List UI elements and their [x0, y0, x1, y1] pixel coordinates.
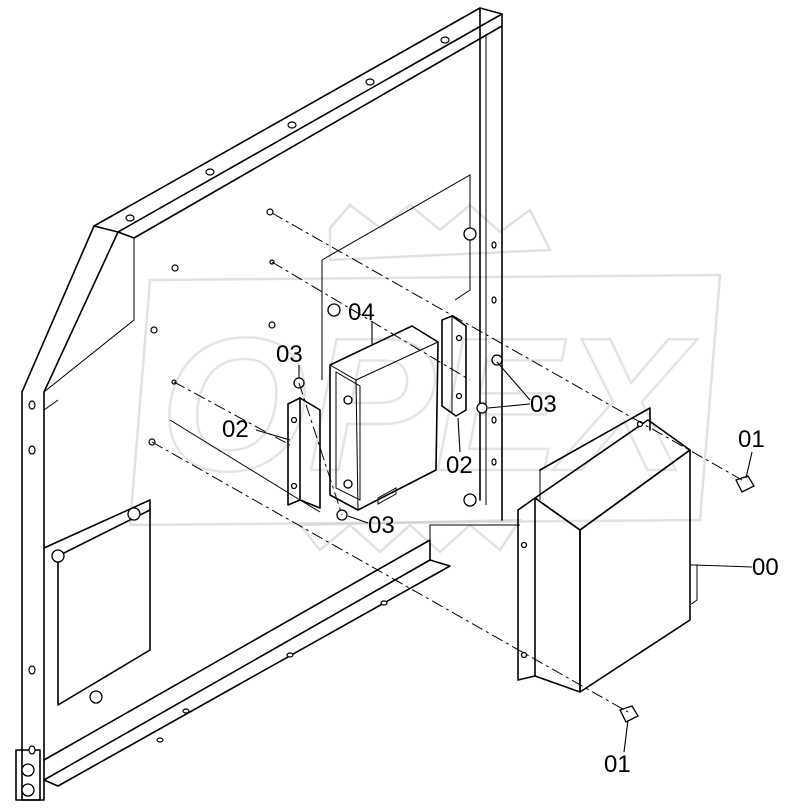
callout-02-left: 02 [222, 416, 249, 443]
callout-01-bottom: 01 [604, 751, 631, 778]
callout-03-bottom: 03 [368, 512, 395, 539]
callout-03-left: 03 [276, 341, 303, 368]
callout-labels: 04 03 02 03 02 03 01 00 01 [222, 299, 779, 778]
controller-unit [329, 325, 439, 511]
callout-00: 00 [752, 554, 779, 581]
left-bracket [287, 397, 321, 509]
callout-04: 04 [348, 299, 375, 326]
callout-leaders [255, 322, 753, 753]
cover-box [517, 407, 698, 693]
callout-02-right: 02 [446, 452, 473, 479]
right-bracket [441, 315, 467, 417]
cover-bolts [619, 475, 755, 723]
watermark-logo: OPEX [128, 203, 722, 554]
panel-nuts [21, 227, 477, 797]
main-panel-frame [15, 7, 520, 801]
callout-01-top: 01 [738, 426, 765, 453]
watermark-text: OPEX [160, 299, 698, 511]
callout-03-right: 03 [530, 391, 557, 418]
